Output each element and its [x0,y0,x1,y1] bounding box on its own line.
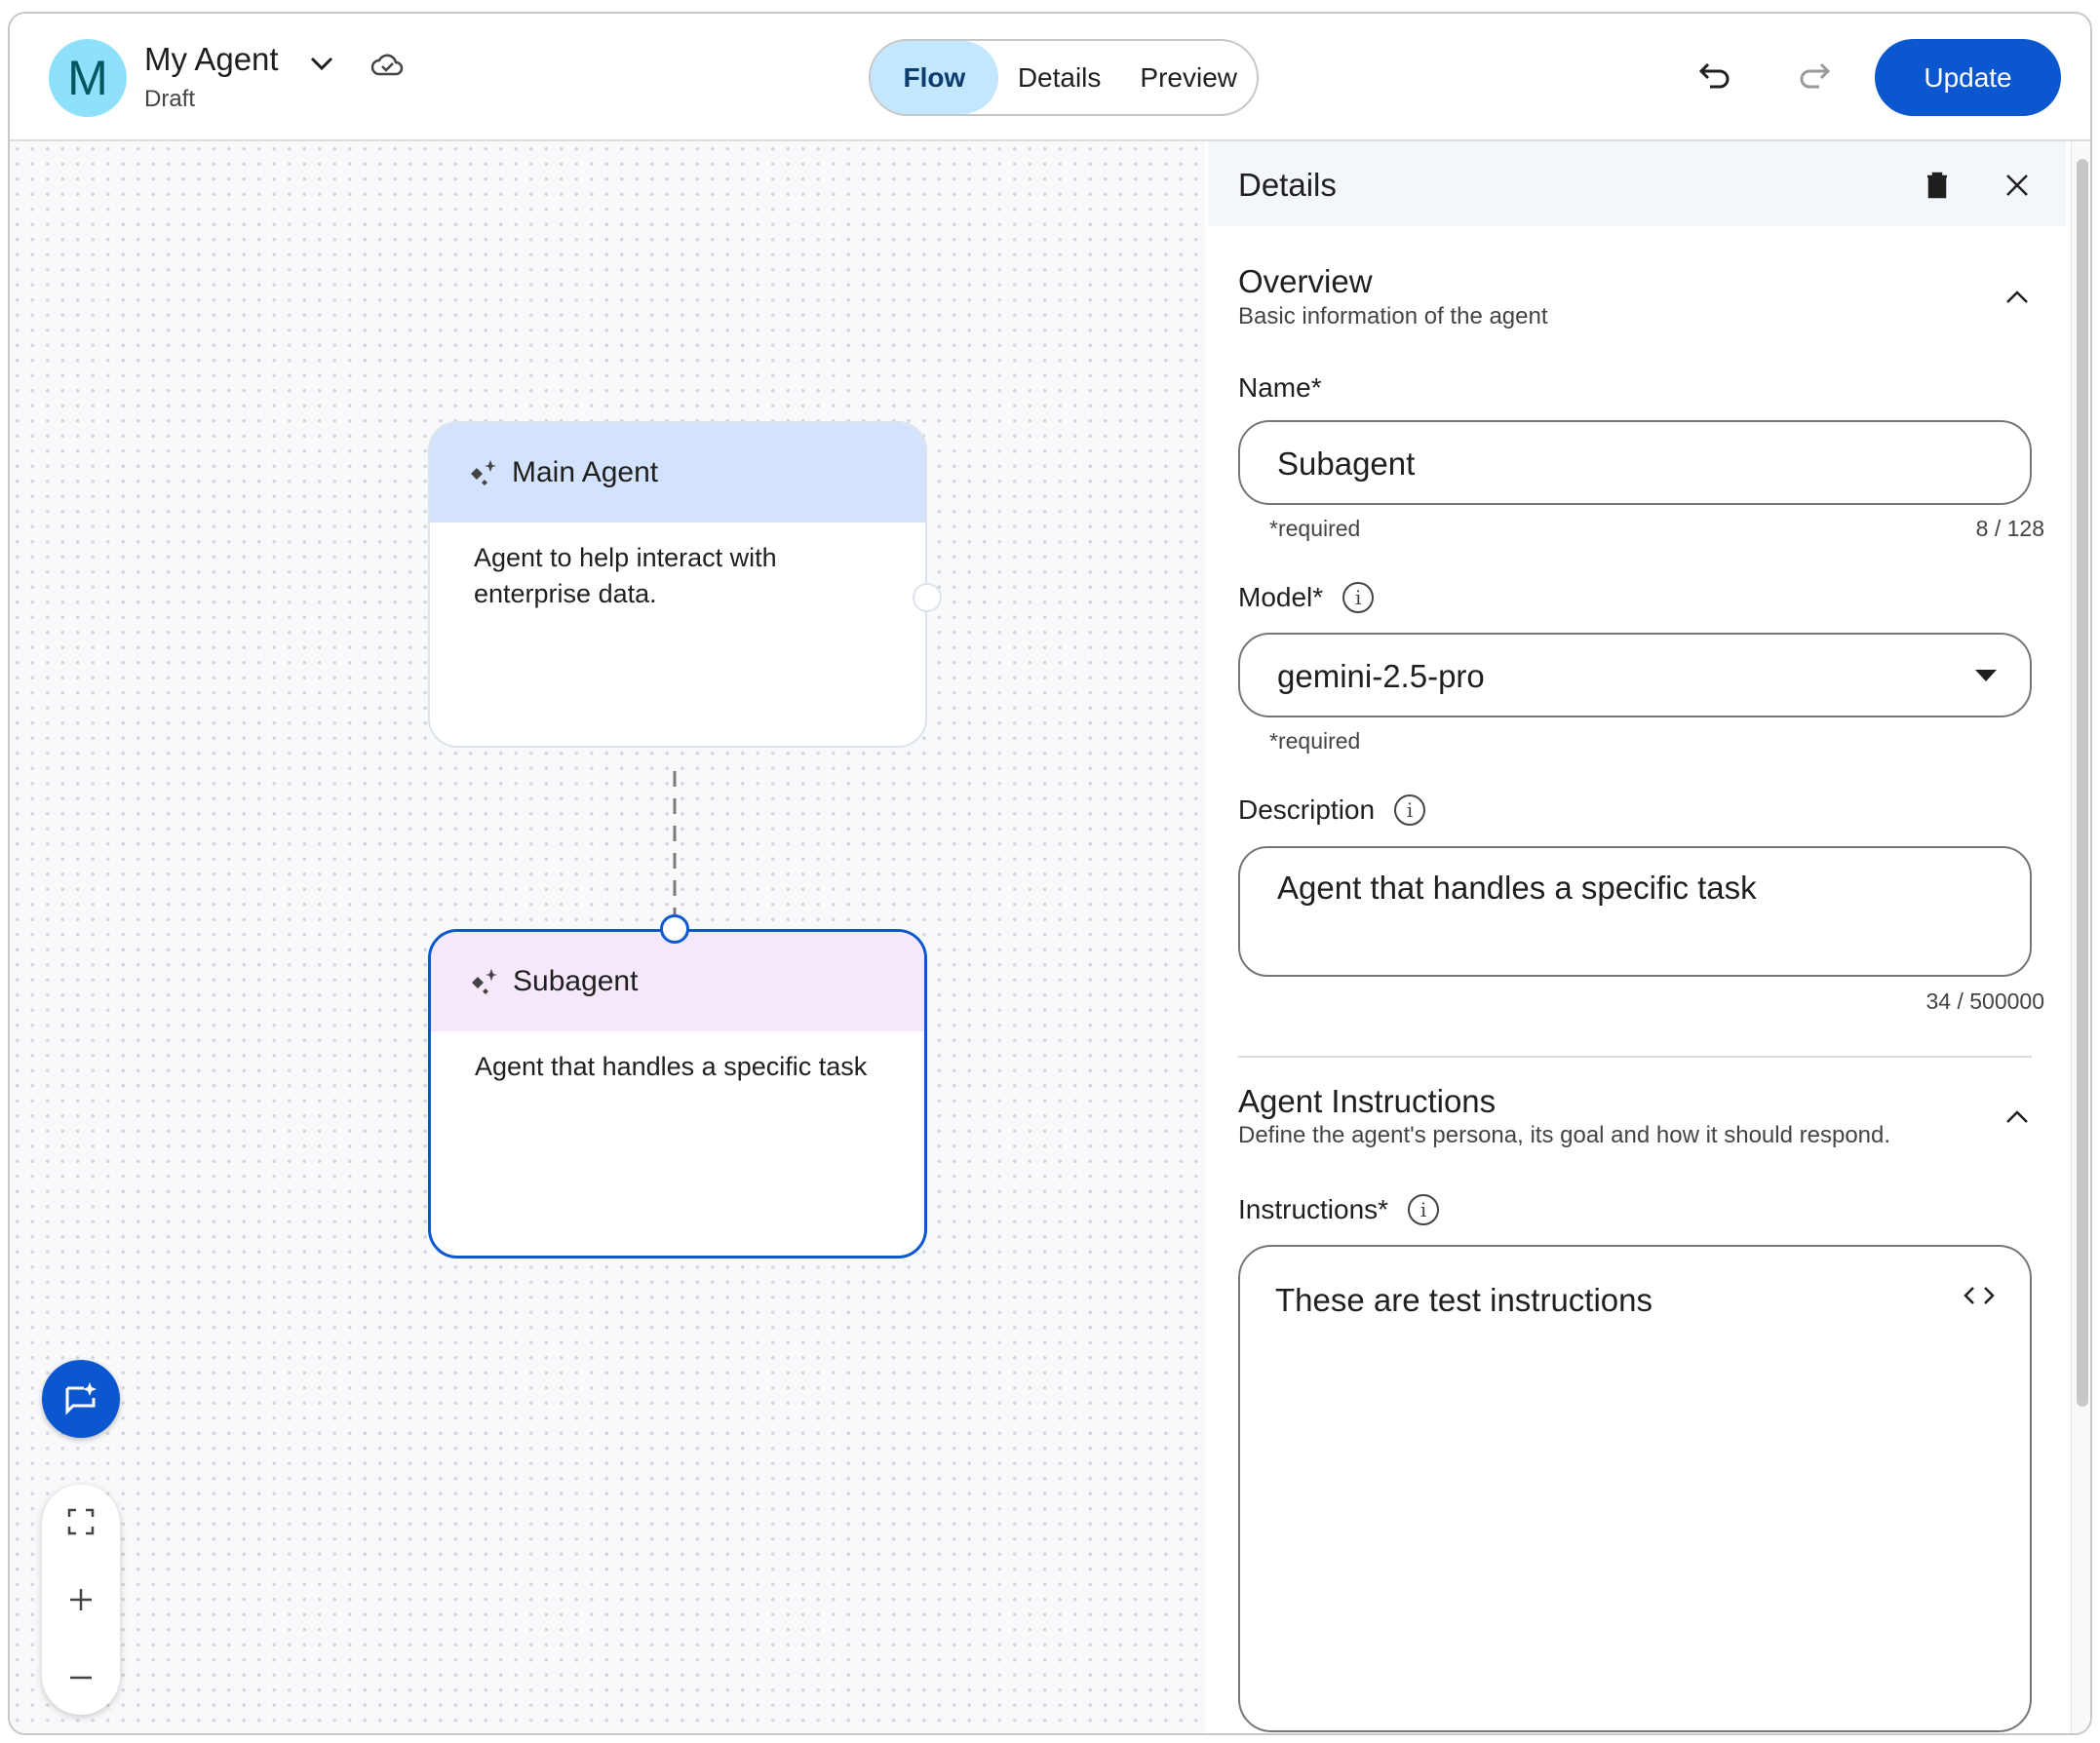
instructions-section-subtitle: Define the agent's persona, its goal and… [1238,1122,1891,1148]
chevron-up-icon[interactable] [2004,288,2030,305]
view-switcher: Flow Details Preview [869,39,1259,116]
node-header: Main Agent [430,423,925,523]
model-hint: *required [1269,728,1361,754]
zoom-controls [42,1485,120,1715]
delete-icon[interactable] [1925,172,1949,199]
chevron-down-icon[interactable] [309,55,334,74]
name-label: Name* [1238,372,1322,403]
cloud-saved-icon [370,54,404,76]
panel-title: Details [1238,167,1337,203]
model-label-row: Model* i [1238,582,1375,613]
input-handle[interactable] [660,914,689,944]
update-button[interactable]: Update [1875,39,2061,116]
sparkle-icon [471,460,496,485]
app-window: M My Agent Draft Flow Details Preview Up… [8,12,2092,1735]
model-select[interactable]: gemini-2.5-pro [1238,633,2032,717]
agent-title: My Agent [144,41,279,77]
panel-scrollbar[interactable] [2071,141,2090,1733]
description-label: Description [1238,794,1376,825]
divider [1238,1056,2032,1058]
description-textarea[interactable]: Agent that handles a specific task [1238,846,2032,977]
model-value: gemini-2.5-pro [1277,658,1485,694]
tab-flow[interactable]: Flow [871,41,998,114]
instructions-section-title: Agent Instructions [1238,1083,1497,1119]
code-icon[interactable] [1964,1286,1995,1305]
sparkle-icon [472,969,497,994]
ai-chat-button[interactable] [42,1360,120,1438]
dropdown-arrow-icon [1975,670,1997,681]
node-header: Subagent [431,932,924,1031]
undo-icon[interactable] [1698,60,1733,92]
close-icon[interactable] [2004,173,2030,198]
node-description: Agent to help interact with enterprise d… [474,543,777,608]
name-input[interactable]: Subagent [1238,420,2032,505]
avatar[interactable]: M [49,39,127,117]
info-icon[interactable]: i [1342,582,1375,613]
overview-subtitle: Basic information of the agent [1238,303,1548,329]
zoom-out-icon[interactable] [67,1664,95,1691]
overview-title: Overview [1238,263,1373,299]
instructions-editor[interactable]: These are test instructions [1238,1245,2032,1732]
description-label-row: Description i [1238,794,1426,826]
output-handle[interactable] [913,583,942,612]
node-subagent[interactable]: Subagent Agent that handles a specific t… [428,929,927,1259]
node-title: Main Agent [512,456,659,488]
info-icon[interactable]: i [1408,1194,1440,1225]
details-panel: Details Overview Basic information of th… [1208,141,2066,1733]
instructions-label: Instructions* [1238,1194,1389,1224]
redo-icon[interactable] [1796,60,1831,92]
name-counter: 8 / 128 [1975,516,2044,541]
panel-header: Details [1208,141,2066,226]
chevron-up-icon[interactable] [2004,1107,2030,1125]
tab-preview[interactable]: Preview [1140,61,1237,93]
name-hint: *required [1269,516,1361,541]
zoom-in-icon[interactable] [67,1586,95,1613]
node-title: Subagent [513,965,639,997]
instructions-label-row: Instructions* i [1238,1194,1440,1225]
scrollbar-thumb[interactable] [2077,159,2088,1407]
model-label: Model* [1238,582,1324,612]
fit-view-icon[interactable] [67,1508,95,1535]
instructions-value: These are test instructions [1275,1282,1653,1318]
node-description: Agent that handles a specific task [475,1052,868,1081]
tab-details[interactable]: Details [1017,61,1102,93]
description-counter: 34 / 500000 [1925,988,2044,1014]
status-label: Draft [144,86,196,112]
node-main-agent[interactable]: Main Agent Agent to help interact with e… [428,421,927,748]
flow-canvas[interactable]: Main Agent Agent to help interact with e… [10,141,1205,1733]
info-icon[interactable]: i [1394,794,1426,826]
chat-sparkle-icon [65,1382,97,1415]
top-bar: M My Agent Draft Flow Details Preview Up… [10,14,2090,141]
